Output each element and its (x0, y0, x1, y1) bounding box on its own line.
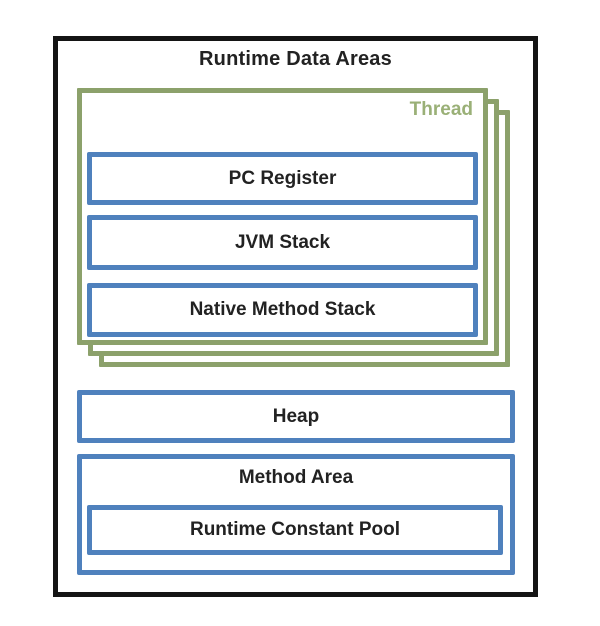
runtime-constant-pool-label: Runtime Constant Pool (189, 519, 401, 540)
native-method-stack-box: Native Method Stack (87, 283, 478, 337)
jvm-stack-box: JVM Stack (87, 215, 478, 270)
pc-register-box: PC Register (87, 152, 478, 205)
thread-box: Thread PC Register JVM Stack Native Meth… (77, 88, 488, 345)
heap-label: Heap (272, 405, 320, 427)
diagram-title: Runtime Data Areas (199, 48, 392, 70)
method-area-box: Method Area Runtime Constant Pool (77, 454, 515, 575)
jvm-stack-label: JVM Stack (234, 231, 331, 253)
native-method-stack-label: Native Method Stack (189, 299, 376, 320)
runtime-constant-pool-box: Runtime Constant Pool (87, 505, 503, 555)
method-area-label: Method Area (238, 467, 354, 488)
heap-box: Heap (77, 390, 515, 443)
pc-register-label: PC Register (228, 167, 337, 189)
runtime-data-areas-box: Runtime Data Areas Thread PC Register JV… (53, 36, 538, 597)
thread-label: Thread (409, 99, 473, 120)
